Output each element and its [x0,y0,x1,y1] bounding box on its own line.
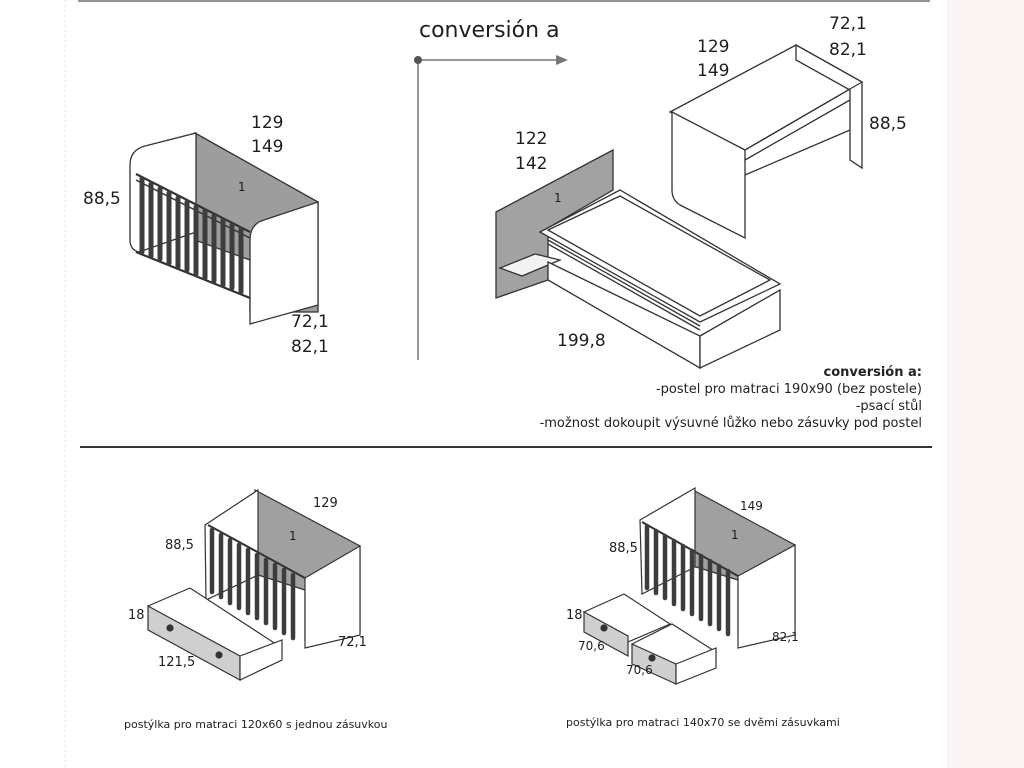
crib2-panel-number: 1 [731,528,739,542]
bed-length: 199,8 [557,331,606,351]
crib-panel-number: 1 [238,180,246,194]
crib-one-drawer-bars [209,527,296,641]
crib1-width: 129 [313,496,338,511]
crib-height: 88,5 [83,189,121,209]
bed-drawing [495,148,782,370]
conversion-notes: conversión a: -postel pro matraci 190x90… [540,364,922,432]
crib-one-drawer-drawing [146,488,361,682]
crib2-drawer-width-a: 70,6 [578,639,605,653]
notes-heading: conversión a: [823,365,922,380]
desk-height: 88,5 [869,114,907,134]
crib2-caption: postýlka pro matraci 140x70 se dvěmi zás… [566,716,840,729]
notes-line-3: -možnost dokoupit výsuvné lůžko nebo zás… [539,416,922,431]
crib-bars [139,176,244,295]
crib1-depth: 72,1 [338,635,367,650]
crib1-drawer-width: 121,5 [158,655,196,670]
desk-drawing [668,43,864,240]
notes-line-1: -postel pro matraci 190x90 (bez postele) [655,382,922,397]
bed-head-2: 142 [515,154,548,174]
crib2-width: 149 [740,499,763,513]
crib-width-1: 129 [251,113,284,133]
conversion-title: conversión a [419,18,560,43]
crib1-panel-number: 1 [289,529,297,543]
desk-width-1: 129 [697,37,730,57]
crib2-depth: 82,1 [772,630,799,644]
crib-two-drawers-drawing [582,486,796,685]
crib1-drawer-height: 18 [128,608,145,623]
crib-depth-1: 72,1 [291,312,329,332]
desk-depth-1: 72,1 [829,14,867,34]
crib1-height: 88,5 [165,538,194,553]
notes-line-2: -psací stůl [855,399,922,414]
crib2-drawer-height: 18 [566,608,583,623]
conversion-arrow [414,55,568,360]
crib2-height: 88,5 [609,541,638,556]
crib1-caption: postýlka pro matraci 120x60 s jednou zás… [124,718,388,731]
crib-width-2: 149 [251,137,284,157]
crib-depth-2: 82,1 [291,337,329,357]
crib-two-drawers-bars [644,523,731,637]
page-edge-strip [946,0,1024,768]
desk-width-2: 149 [697,61,730,81]
bed-panel-number: 1 [554,191,562,205]
bed-head-1: 122 [515,129,548,149]
desk-depth-2: 82,1 [829,40,867,60]
crib2-drawer-width-b: 70,6 [626,663,653,677]
